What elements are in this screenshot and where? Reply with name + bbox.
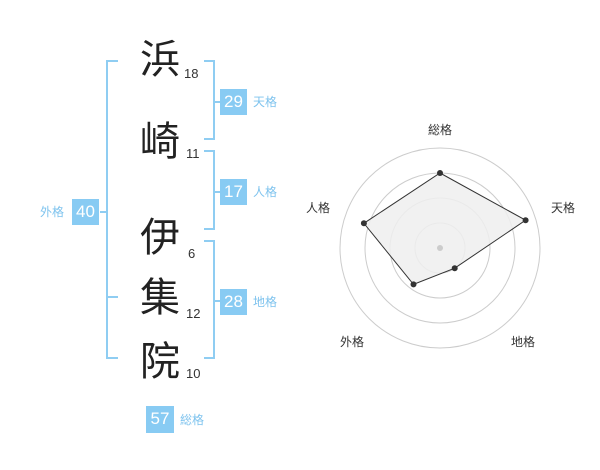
jinkaku-value-badge: 17 xyxy=(220,179,247,205)
jinkaku-connector xyxy=(214,191,221,193)
jinkaku-label: 人格 xyxy=(253,185,278,199)
radar-point-gaikaku xyxy=(410,281,417,288)
tenkaku-connector xyxy=(214,101,221,103)
stroke-count-5: 10 xyxy=(186,366,201,381)
radar-point-soukaku xyxy=(437,170,443,176)
tenkaku-label: 天格 xyxy=(253,95,278,109)
radar-score-polygon xyxy=(363,172,527,285)
radar-point-chikaku xyxy=(451,265,458,272)
name-char-5: 院 xyxy=(140,339,180,385)
radar-point-jinkaku xyxy=(360,220,367,227)
chikaku-value-badge: 28 xyxy=(220,289,247,315)
jinkaku-bracket xyxy=(204,150,215,230)
name-char-2: 崎 xyxy=(140,119,180,165)
gaikaku-label: 外格 xyxy=(40,205,65,219)
gaikaku-bracket xyxy=(106,60,118,359)
chikaku-label: 地格 xyxy=(253,295,278,309)
radar-label-gaikaku: 外格 xyxy=(340,334,364,349)
radar-label-chikaku: 地格 xyxy=(511,334,535,349)
radar-center-dot xyxy=(437,245,443,251)
stroke-count-1: 18 xyxy=(184,66,199,81)
tenkaku-value-badge: 29 xyxy=(220,89,247,115)
name-char-1: 浜 xyxy=(140,37,180,83)
soukaku-value-badge: 57 xyxy=(146,406,174,433)
tenkaku-bracket xyxy=(204,60,215,140)
gaikaku-connector xyxy=(100,211,108,213)
radar-point-tenkaku xyxy=(522,217,529,224)
radar-ring xyxy=(339,147,541,349)
stroke-count-4: 12 xyxy=(186,306,201,321)
stroke-count-3: 6 xyxy=(188,246,196,261)
stroke-count-2: 11 xyxy=(186,146,200,161)
gaikaku-value-badge: 40 xyxy=(72,199,99,225)
name-char-3: 伊 xyxy=(140,215,180,261)
soukaku-label: 総格 xyxy=(180,413,205,427)
radar-label-tenkaku: 天格 xyxy=(551,200,575,215)
radar-label-jinkaku: 人格 xyxy=(306,200,330,215)
chikaku-connector xyxy=(214,300,221,302)
radar-label-soukaku: 総格 xyxy=(428,122,452,137)
name-char-4: 集 xyxy=(140,275,180,321)
gaikaku-bracket-tick xyxy=(106,296,118,298)
radar-score-points xyxy=(360,170,529,288)
chikaku-bracket xyxy=(204,240,215,359)
